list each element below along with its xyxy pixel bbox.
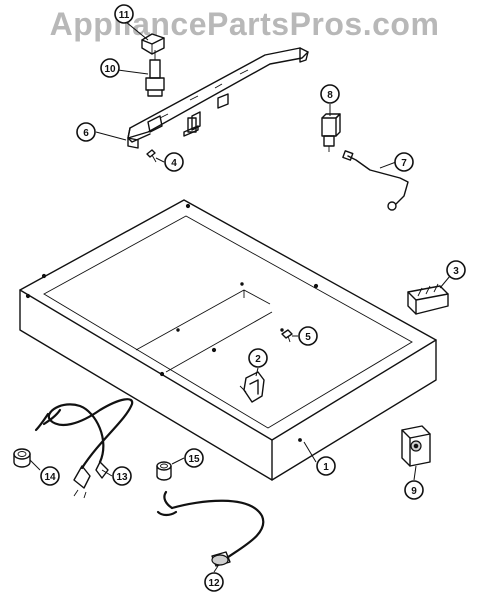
callout-8: 8 [320,84,340,104]
callout-5: 5 [298,326,318,346]
power-cord [34,398,134,499]
callout-10: 10 [100,58,120,78]
valve-part [145,50,165,97]
grommet-part-14 [13,448,31,468]
knob-part [141,33,165,55]
callout-10-label: 10 [104,64,116,75]
grommet-part-15 [156,461,172,481]
cooktop-tray [19,199,437,481]
screw-part-5 [281,329,293,343]
callout-7-label: 7 [401,158,407,169]
callout-15: 15 [184,448,204,468]
callout-3-label: 3 [453,266,459,277]
clip-part [239,371,265,403]
callout-12-label: 12 [208,578,220,589]
burner-bracket [127,47,309,149]
callout-8-label: 8 [327,90,333,101]
callout-11: 11 [114,4,134,24]
callout-15-label: 15 [188,454,200,465]
callout-6: 6 [76,122,96,142]
leader-lines [29,21,451,573]
callout-13: 13 [112,466,132,486]
igniter-part [321,113,341,152]
terminal-block [407,283,449,315]
callout-1: 1 [316,456,336,476]
igniter-tube [342,150,409,211]
callout-12: 12 [204,572,224,592]
callout-4: 4 [164,152,184,172]
screw-part-4 [146,149,157,163]
callout-2: 2 [248,348,268,368]
wire-harness [156,490,265,567]
callout-2-label: 2 [255,354,261,365]
callout-5-label: 5 [305,332,311,343]
callout-14-label: 14 [44,472,56,483]
callout-13-label: 13 [116,472,128,483]
callout-3: 3 [446,260,466,280]
callout-7: 7 [394,152,414,172]
callout-4-label: 4 [171,158,177,169]
callout-11-label: 11 [119,10,130,21]
callout-9-label: 9 [411,486,417,497]
callout-9: 9 [404,480,424,500]
callout-14: 14 [40,466,60,486]
callout-1-label: 1 [323,462,329,473]
receptacle-part [401,425,431,467]
callout-6-label: 6 [83,128,89,139]
